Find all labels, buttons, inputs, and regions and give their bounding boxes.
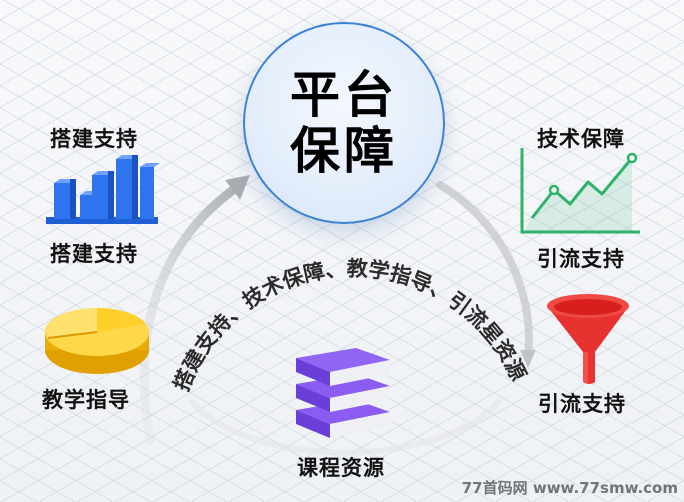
bottom-center-label: 课程资源 [297,456,385,480]
bar-chart-3d-icon [46,155,160,224]
hub-title-line2: 保障 [290,122,398,180]
bottom-right-label: 引流支持 [538,392,626,416]
line-chart-icon [520,148,640,234]
book-stack-icon [296,348,390,438]
top-right-title: 技术保障 [537,127,625,151]
top-left-subtitle: 搭建支持 [50,242,138,266]
watermark: 77首码网 www.77smw.com [461,479,678,497]
funnel-icon [547,294,629,384]
center-hub: 平台 保障 [243,22,445,224]
bottom-left-label: 教学指导 [42,388,130,412]
top-left-title: 搭建支持 [50,127,138,151]
pie-chart-3d-icon [45,308,149,374]
hub-title-line1: 平台 [290,66,398,124]
top-right-subtitle: 引流支持 [537,247,625,271]
right-arc-arrow [436,181,533,359]
arrow-head-icon [520,350,536,368]
left-arc-arrow [139,180,245,445]
arrow-head-icon [225,175,250,200]
